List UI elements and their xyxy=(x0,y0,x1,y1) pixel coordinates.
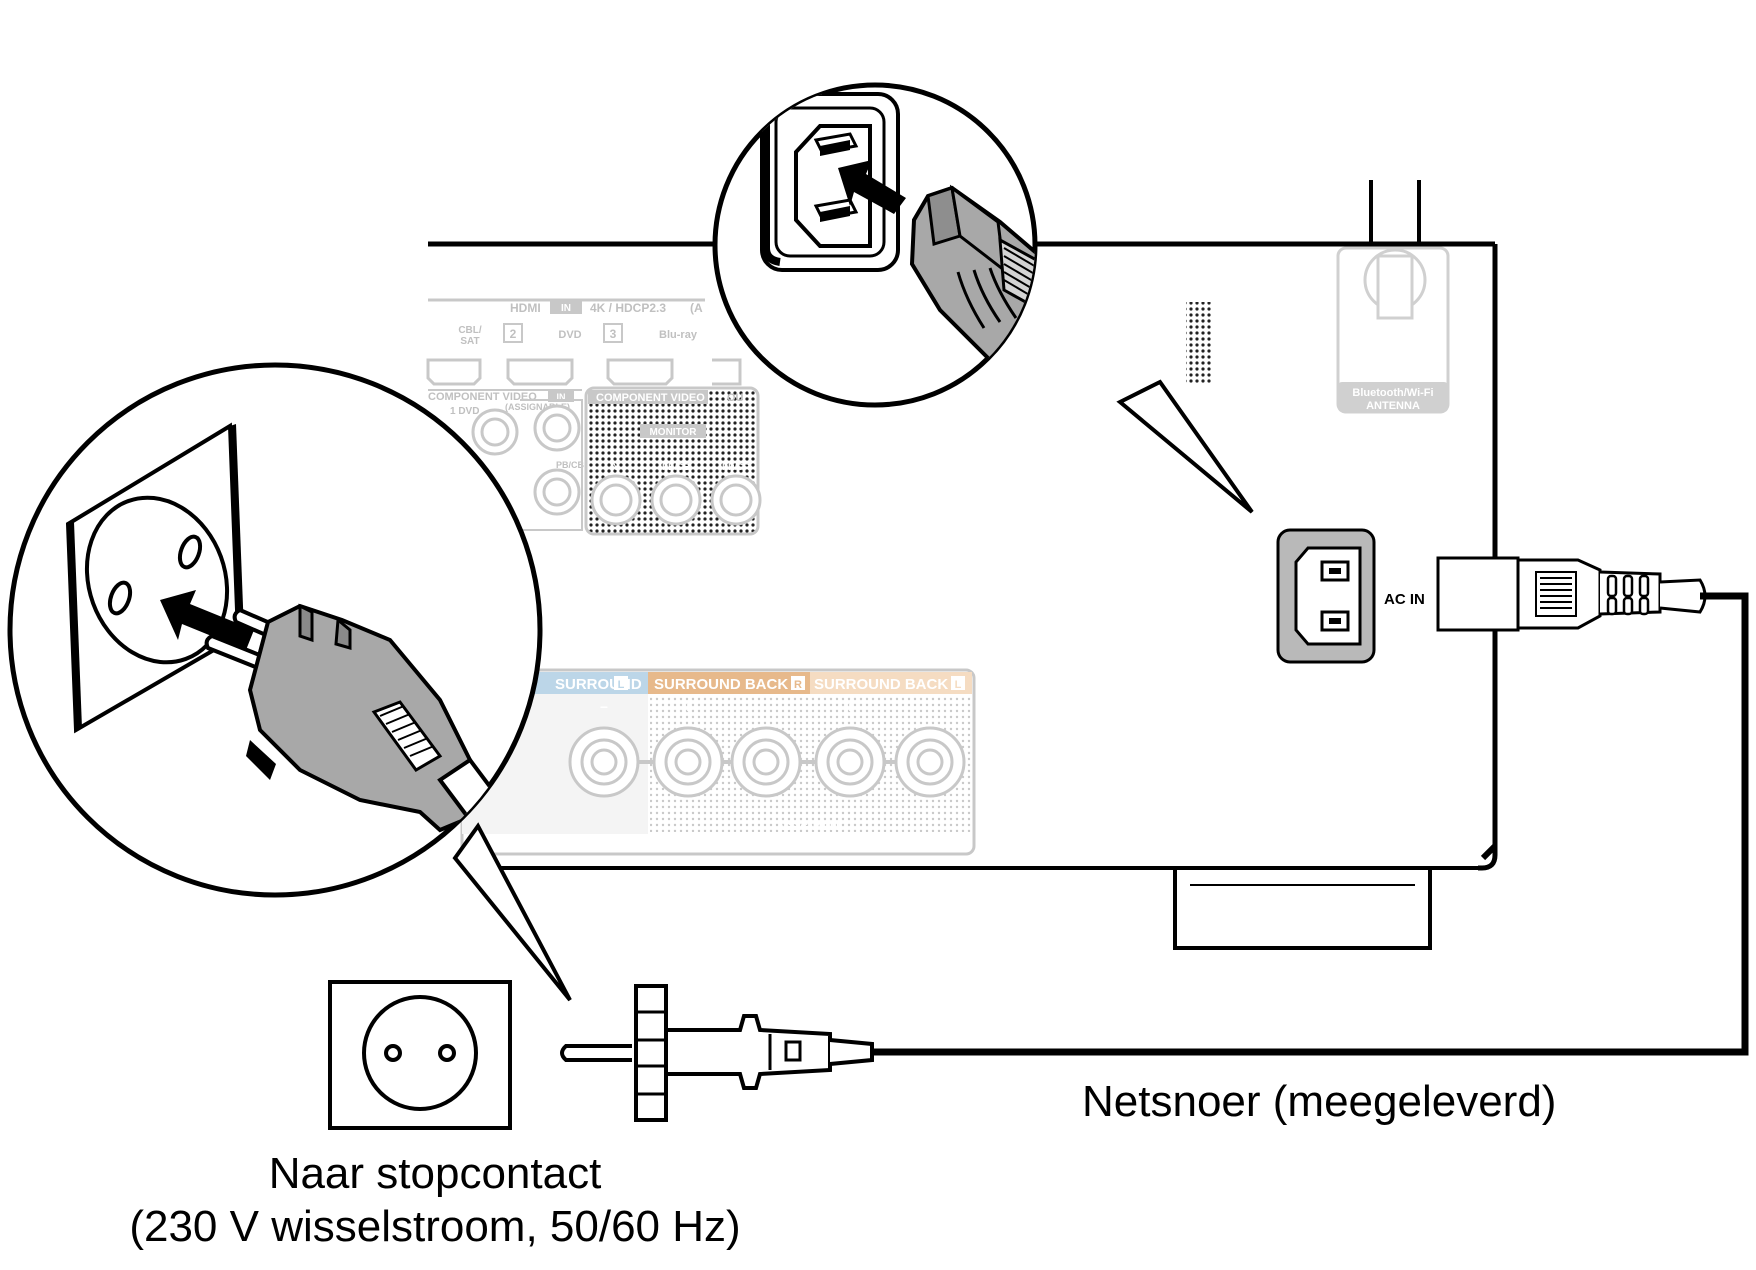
ac-in-socket: AC IN xyxy=(1276,528,1425,664)
ac-in-label: AC IN xyxy=(1384,591,1425,608)
component-in-label: COMPONENT VIDEO xyxy=(428,391,537,403)
outlet-caption-line1: Naar stopcontact xyxy=(268,1149,602,1198)
component-video-out-monitor: COMPONENT VIDEO OU MONITOR Y PB/CB PR/CR xyxy=(584,386,762,536)
svg-text:−: − xyxy=(926,699,934,715)
outlet-magnifier xyxy=(7,362,572,1002)
component-video-in: COMPONENT VIDEO IN 1 DVD (ASSIGNABLE) PB… xyxy=(428,389,585,531)
outlet-caption: Naar stopcontact (230 V wisselstroom, 50… xyxy=(0,1148,870,1254)
surround-back-r-badge: R xyxy=(794,679,802,691)
hdmi-in-badge-bg xyxy=(550,300,582,314)
antenna: Bluetooth/Wi-Fi ANTENNA xyxy=(1336,180,1450,414)
monitor-label: MONITOR xyxy=(649,427,697,438)
outlet-caption-line2: (230 V wisselstroom, 50/60 Hz) xyxy=(129,1201,741,1251)
hdmi-port-3: 3 xyxy=(610,327,617,341)
insert-arrow-icon-top xyxy=(838,160,906,214)
hdmi-spec: 4K / HDCP2.3 xyxy=(590,301,666,315)
hdmi-input-section: HDMI IN 4K / HDCP2.3 (A CBL/ SAT 2 DVD 3… xyxy=(426,298,742,386)
component-in-sub2: (ASSIGNABLE) xyxy=(505,402,570,412)
svg-text:+: + xyxy=(846,699,854,715)
antenna-label-line2: ANTENNA xyxy=(1366,400,1420,412)
hdmi-in-badge: IN xyxy=(561,303,571,314)
hdmi-port-dvd: DVD xyxy=(558,329,581,341)
surround-back-l-label: SURROUND BACK xyxy=(814,676,948,693)
surround-left-label: SURROUND xyxy=(555,676,642,693)
monitor-pr: PR/CR xyxy=(722,462,751,472)
monitor-pb: PB/CB xyxy=(662,462,691,472)
hdmi-spec-tail: (A xyxy=(690,301,703,315)
svg-text:−: − xyxy=(762,699,770,715)
antenna-label-line1: Bluetooth/Wi-Fi xyxy=(1352,387,1433,399)
monitor-y: Y xyxy=(613,462,619,472)
hdmi-header: HDMI xyxy=(510,301,541,315)
receiver-foot xyxy=(1173,868,1432,950)
component-in-badge: IN xyxy=(557,392,566,402)
svg-text:SAT: SAT xyxy=(460,336,479,347)
surround-back-l-badge: L xyxy=(955,679,962,691)
iec-plug xyxy=(1436,556,1707,632)
power-cord-caption: Netsnoer (meegeleverd) xyxy=(1082,1077,1557,1126)
component-in-pb: PB/CB xyxy=(556,460,585,470)
assignable-label: ASSIGNABLE xyxy=(777,822,843,833)
hdmi-port-2: 2 xyxy=(510,327,517,341)
hdmi-port-cbl: CBL/ xyxy=(458,325,482,336)
component-out-tail: OU xyxy=(727,392,744,404)
surround-left-badge: L xyxy=(618,679,625,691)
svg-text:+: + xyxy=(684,699,692,715)
component-in-sub1: 1 DVD xyxy=(450,406,479,417)
surround-speaker-terminals: SURROUND L SURROUND BACK R SURROUND BACK… xyxy=(460,668,976,856)
ac-inlet-magnifier xyxy=(712,82,1254,514)
power-cord xyxy=(872,592,1749,1056)
svg-text:−: − xyxy=(600,699,608,715)
surround-back-r-label: SURROUND BACK xyxy=(654,676,788,693)
euro-plug xyxy=(560,984,874,1122)
insert-arrow-icon xyxy=(160,590,254,650)
wall-outlet xyxy=(328,980,512,1130)
hdmi-port-bluray: Blu-ray xyxy=(659,329,698,341)
component-out-label: COMPONENT VIDEO xyxy=(596,392,705,404)
